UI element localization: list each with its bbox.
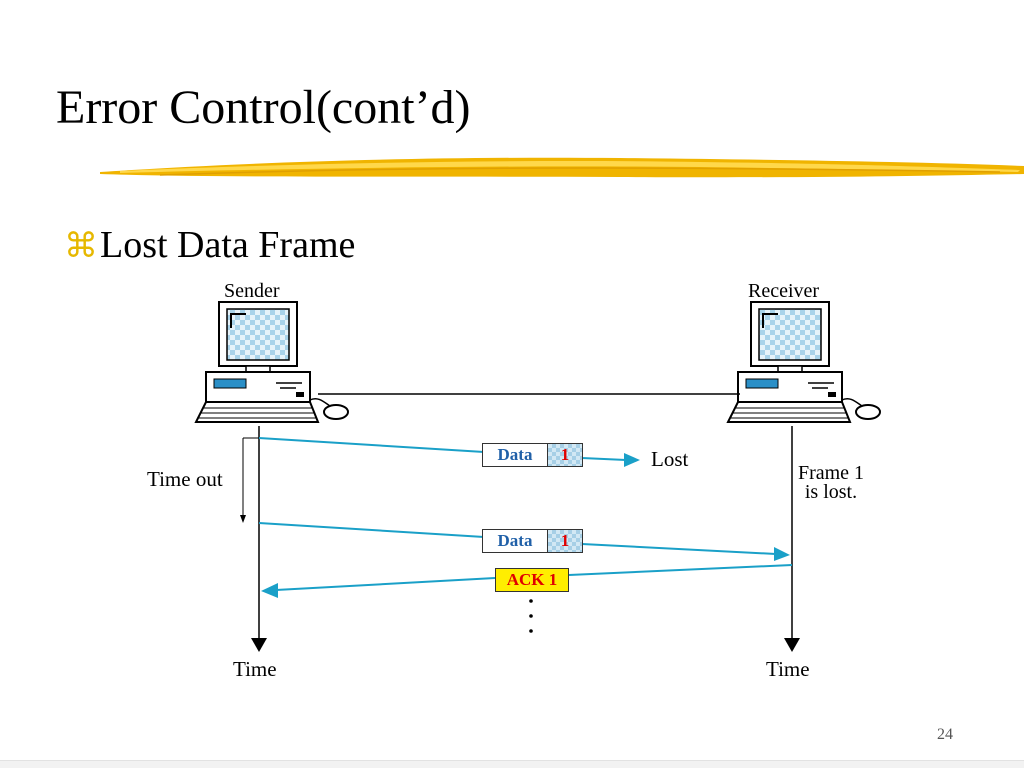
frame-number: 1 [548,444,582,466]
bullet-text: Lost Data Frame [100,224,356,266]
timeout-label: Time out [147,467,223,491]
data-frame-retransmitted: Data 1 [482,529,583,553]
frame-lost-note-line2: is lost. [804,481,858,503]
sender-label: Sender [224,280,280,302]
frame-number: 1 [548,530,582,552]
frame-lost-note-line1: Frame 1 [797,462,865,484]
lost-frame-arrow [258,437,640,467]
ack-frame: ACK 1 [495,568,569,592]
frame-data-label: Data [483,530,548,552]
bullet-icon: ⌘ [64,228,98,265]
frame-lost-note: Frame 1 is lost. [786,462,876,503]
retransmit-frame-arrow [258,522,790,561]
receiver-time-label: Time [766,657,810,681]
frame-data-label: Data [483,444,548,466]
bottom-bar [0,760,1024,768]
receiver-label: Receiver [748,280,820,302]
receiver-timeline [784,426,800,652]
title-underline [100,157,1024,178]
timeout-bracket [240,437,259,523]
receiver-computer-icon [726,301,881,423]
lost-label: Lost [651,447,689,471]
page-number: 24 [937,726,953,743]
continuation-dots [529,599,533,633]
ack-arrow [261,564,793,598]
sender-time-label: Time [233,657,277,681]
slide-title: Error Control(cont’d) [56,81,471,134]
sender-timeline [251,426,267,652]
data-frame-lost: Data 1 [482,443,583,467]
bullet-lost-data-frame: ⌘Lost Data Frame [64,226,355,264]
sender-computer-icon [194,301,349,423]
